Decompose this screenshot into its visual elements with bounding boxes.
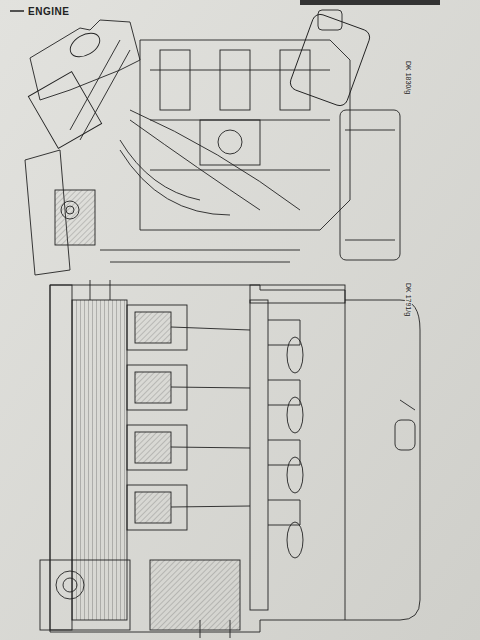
figure-code: DK 1791/g [405, 282, 412, 317]
page-heading: ENGINE [28, 6, 69, 17]
figure-code: DK 1830/g [405, 60, 412, 95]
